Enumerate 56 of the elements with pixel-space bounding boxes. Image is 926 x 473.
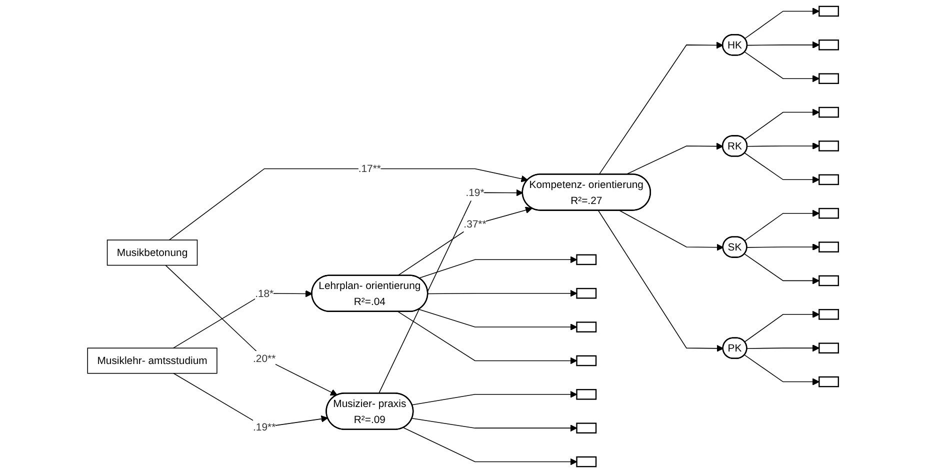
node-box <box>576 456 597 468</box>
arrow <box>418 256 578 278</box>
arrow <box>397 206 532 276</box>
arrow <box>625 142 724 175</box>
node-box <box>576 388 597 400</box>
arrow <box>598 210 724 352</box>
node-box <box>818 40 839 50</box>
edge-label: .37** <box>464 218 486 230</box>
node-box <box>576 322 597 332</box>
node-box <box>818 242 839 252</box>
node-box <box>818 6 839 17</box>
arrow <box>744 8 820 39</box>
arrow <box>746 142 820 150</box>
node-box <box>576 422 597 434</box>
node-box <box>818 376 839 388</box>
arrow <box>418 308 578 331</box>
arrow <box>744 52 820 82</box>
arrow <box>165 264 338 396</box>
arrow <box>744 310 820 342</box>
node-box <box>818 106 839 118</box>
arrow <box>412 418 578 432</box>
arrow <box>412 390 578 406</box>
arrow <box>744 254 820 284</box>
edge-label: .19* <box>466 186 484 198</box>
arrow <box>378 189 524 394</box>
node-box <box>576 355 597 366</box>
node-box <box>818 342 839 354</box>
node-box <box>818 140 839 152</box>
node-box: Musikbetonung <box>106 240 198 266</box>
node-box: Musiklehr- amtsstudium <box>87 348 218 374</box>
node-box <box>576 288 597 299</box>
arrow <box>168 168 528 240</box>
arrow <box>744 354 820 386</box>
arrow <box>398 311 578 364</box>
arrow <box>746 344 820 352</box>
node-box <box>818 174 839 186</box>
arrow <box>173 372 328 428</box>
node-box <box>818 73 839 84</box>
edge-label: .18* <box>255 287 274 300</box>
arrow <box>744 108 820 140</box>
arrow <box>746 244 820 251</box>
node-box <box>818 308 839 320</box>
edge-label: .17** <box>358 162 381 175</box>
node-box <box>818 208 839 219</box>
arrow <box>744 210 820 242</box>
arrow <box>619 210 724 251</box>
edge-label: .20** <box>253 352 276 365</box>
node-box <box>818 275 839 286</box>
arrow <box>172 290 312 348</box>
arrow <box>428 290 578 297</box>
node-box <box>576 254 597 266</box>
edge-label: .19** <box>253 420 276 433</box>
arrow <box>744 152 820 184</box>
arrow <box>598 42 724 175</box>
arrow <box>746 41 820 48</box>
arrow <box>403 427 578 466</box>
